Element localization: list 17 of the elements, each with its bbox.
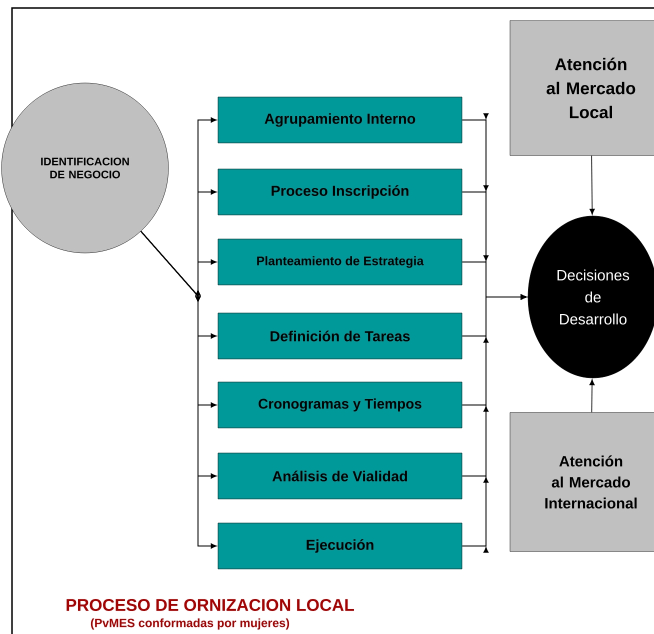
arrow: [590, 155, 595, 215]
arrow: [140, 230, 216, 549]
market-box: Atención al Mercado Internacional: [510, 412, 654, 552]
arrow: [589, 379, 595, 413]
process-box: Cronogramas y Tiempos: [218, 382, 462, 428]
process-box: Definición de Tareas: [218, 312, 462, 360]
decision-oval: Decisiones de Desarrollo: [528, 216, 654, 378]
market-box: Atención al Mercado Local: [510, 20, 654, 156]
process-box: Proceso Inscripción: [218, 168, 462, 216]
arrow: [462, 294, 526, 553]
subtitle: (PvMES conformadas por mujeres): [90, 618, 290, 630]
process-box: Agrupamiento Interno: [218, 96, 462, 144]
process-box: Análisis de Vialidad: [218, 452, 462, 500]
title: PROCESO DE ORNIZACION LOCAL: [66, 598, 354, 611]
start-oval: IDENTIFICACION DE NEGOCIO: [1, 82, 169, 254]
process-box: Planteamiento de Estrategia: [218, 238, 462, 286]
process-box: Ejecución: [218, 522, 462, 570]
